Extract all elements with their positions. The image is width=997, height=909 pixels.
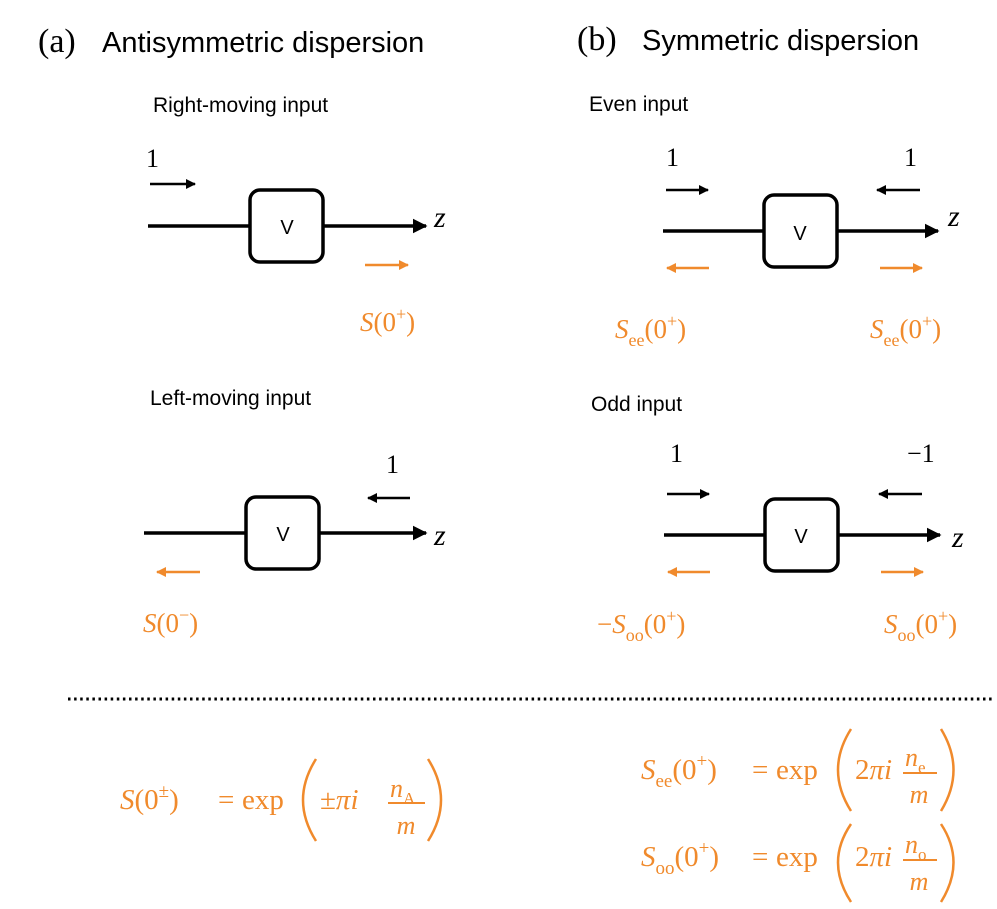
output-label-odd-right: Soo(0+) [884,606,957,645]
formula-antisymmetric-paren-left [301,758,318,842]
heading-right-moving: Right-moving input [153,94,328,117]
right-amplitude-even: 1 [904,143,917,172]
potential-box [248,188,325,264]
axis-label-z: z [433,201,446,234]
formula-antisymmetric-exp: exp [242,784,284,816]
output-label-right-moving: S(0+) [360,304,415,337]
formula-even-lhs: See(0+) [641,751,717,792]
formula-odd-paren-right [939,823,955,903]
panel-b-letter: (b) [577,21,617,58]
formula-odd-paren-left [836,823,853,903]
diagram-odd: Odd input 1 −1 V z −Soo(0+) Soo(0+) [591,393,964,645]
formula-antisymmetric-equals: = [218,784,234,816]
formula-odd-factor: 2πi [855,841,892,873]
potential-box-even [762,193,839,269]
heading-even: Even input [589,93,688,116]
formula-odd-equals: = [752,841,768,873]
potential-label-even: V [793,223,807,245]
potential-box-2 [244,495,321,571]
panel-b-title-text: Symmetric dispersion [642,25,919,57]
formula-antisymmetric-lhs: S(0±) [120,781,179,816]
panel-a-title: (a) Antisymmetric dispersion [38,23,424,60]
panel-a-letter: (a) [38,23,76,60]
axis-label-z-2: z [433,519,446,552]
left-amplitude-even: 1 [666,143,679,172]
input-amplitude-left-moving: 1 [386,450,399,479]
axis-label-z-even: z [947,200,960,233]
potential-label-odd: V [794,526,808,548]
formula-odd-lhs: Soo(0+) [641,838,719,879]
formula-antisymmetric-denominator: m [397,811,416,840]
right-amplitude-odd: −1 [907,439,935,468]
formula-antisymmetric: S(0±) = exp ±πi nA m [120,758,443,842]
output-label-even-left: See(0+) [615,311,686,350]
axis-label-z-odd: z [951,521,964,554]
formula-even-denominator: m [910,780,929,809]
diagram-left-moving: Left-moving input 1 V z S(0−) [143,387,446,638]
left-amplitude-odd: 1 [670,439,683,468]
formula-odd-denominator: m [910,867,929,896]
diagram-right-moving: Right-moving input 1 V z S(0+) [146,94,446,337]
formula-odd-exp: exp [776,841,818,873]
formula-even-exp: exp [776,754,818,786]
formula-even-paren-right [939,728,955,812]
diagram-even: Even input 1 1 V z See(0+) See(0+) [589,93,960,350]
formula-even-paren-left [836,728,853,812]
output-label-even-right: See(0+) [870,311,941,350]
formula-even-equals: = [752,754,768,786]
potential-label: V [280,217,294,239]
potential-box-odd [763,497,840,573]
formula-antisymmetric-paren-right [426,758,443,842]
formula-odd: Soo(0+) = exp 2πi no m [641,823,955,903]
heading-odd: Odd input [591,393,682,416]
formula-odd-numerator: no [905,830,927,864]
formula-even-numerator: ne [905,743,926,777]
potential-label-2: V [276,524,290,546]
output-label-left-moving: S(0−) [143,605,198,638]
formula-even-factor: 2πi [855,754,892,786]
formula-even: See(0+) = exp 2πi ne m [641,728,955,812]
formula-antisymmetric-factor: ±πi [320,784,359,816]
heading-left-moving: Left-moving input [150,387,311,410]
output-label-odd-left: −Soo(0+) [597,606,685,645]
panel-a-title-text: Antisymmetric dispersion [102,27,424,59]
input-amplitude-right-moving: 1 [146,144,159,173]
panel-b-title: (b) Symmetric dispersion [577,21,919,58]
